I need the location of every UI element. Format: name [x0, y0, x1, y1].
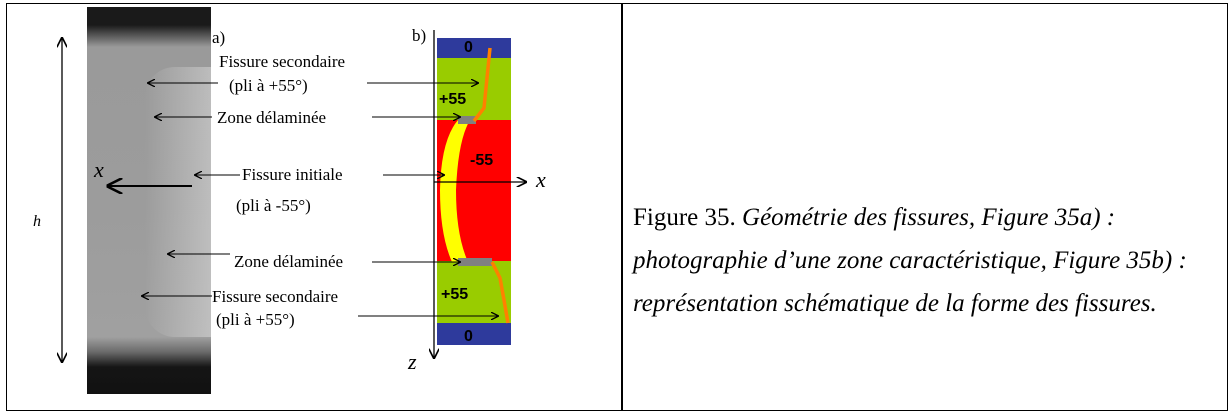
label-initial-1: Fissure initiale [240, 165, 345, 185]
h-axis-label: h [33, 213, 41, 230]
figure-number: Figure 35. [633, 204, 736, 231]
ply-plus55-top [437, 58, 511, 120]
x-axis-label-a: x [94, 157, 104, 182]
ply-label-plus55-top: +55 [439, 91, 467, 108]
label-secondary-top-2: (pli à +55°) [229, 76, 308, 95]
label-secondary-bottom-1: Fissure secondaire [212, 287, 339, 306]
ply-zero-bottom [437, 323, 511, 345]
crack-photograph [87, 7, 211, 394]
x-axis-label-b: x [536, 167, 546, 192]
label-delam-top: Zone délaminée [215, 108, 329, 128]
secondary-crack-bottom [490, 261, 510, 324]
ply-zero-top [437, 38, 511, 58]
label-initial-2: (pli à -55°) [236, 196, 311, 215]
ply-label-zero-bottom: 0 [464, 328, 473, 345]
secondary-crack-top [472, 47, 492, 123]
panel-a-label: a) [212, 28, 226, 47]
figure-caption-text: Géométrie des fissures, Figure 35a) : ph… [633, 204, 1187, 317]
delamination-bottom [458, 258, 492, 266]
figure-frame [6, 3, 1228, 411]
photo-crack-front [145, 67, 211, 337]
label-delam-bottom: Zone délaminée [232, 252, 346, 272]
ply-label-plus55-bottom: +55 [441, 286, 469, 303]
label-secondary-top-1: Fissure secondaire [219, 52, 346, 71]
z-axis-label: z [408, 349, 417, 374]
figure-divider [621, 3, 623, 411]
label-secondary-bottom-2: (pli à +55°) [216, 310, 295, 329]
ply-label-minus55: -55 [470, 152, 494, 169]
delamination-top [458, 116, 476, 124]
figure-caption: Figure 35. Géométrie des fissures, Figur… [633, 196, 1223, 325]
initial-crack-shape [440, 120, 470, 262]
panel-b-label: b) [412, 26, 427, 45]
ply-label-zero-top: 0 [464, 39, 473, 56]
